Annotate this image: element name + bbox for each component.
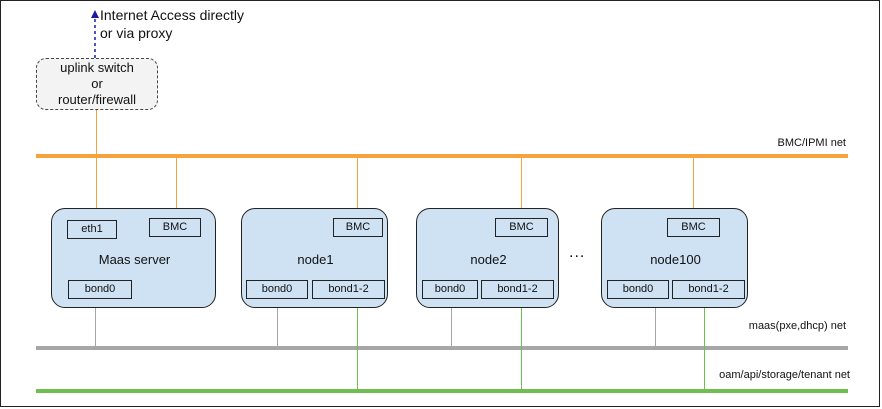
- maas-bond0-link: [95, 308, 96, 348]
- bmc-ipmi-bus: [36, 154, 848, 158]
- maas-bmc-port: BMC: [149, 218, 201, 237]
- node2-bond0-link: [451, 308, 452, 348]
- node2-bond0-port: bond0: [422, 280, 478, 299]
- node2-bond12-port: bond1-2: [481, 280, 554, 299]
- node100-bond12-port: bond1-2: [672, 280, 745, 299]
- maas-server-label: Maas server: [98, 252, 171, 267]
- node100-bond0-port: bond0: [607, 280, 669, 299]
- switch-label-line1: uplink switch: [60, 60, 134, 75]
- node1-bond0-port: bond0: [246, 280, 308, 299]
- switch-label-line3: router/firewall: [57, 92, 137, 107]
- maas-eth1-port: eth1: [67, 220, 117, 239]
- node1-bmc-port: BMC: [333, 218, 383, 237]
- internet-arrow: [91, 10, 99, 58]
- uplink-switch: uplink switch or router/firewall: [36, 58, 158, 110]
- internet-label: Internet Access directly or via proxy: [100, 6, 244, 42]
- node1: BMC node1 bond0 bond1-2: [241, 208, 388, 308]
- maas-pxe-dhcp-bus: [36, 346, 848, 350]
- oam-api-storage-tenant-bus: [36, 389, 848, 393]
- bmc-ipmi-net-label: BMC/IPMI net: [777, 137, 846, 149]
- node2-label: node2: [470, 252, 507, 267]
- node100-label: node100: [650, 252, 701, 267]
- node100-bond12-link: [704, 308, 705, 390]
- node1-label: node1: [297, 252, 334, 267]
- internet-label-line2: or via proxy: [100, 25, 173, 41]
- maas-bmc-link: [176, 156, 177, 208]
- switch-uplink-link: [96, 110, 97, 208]
- node1-bmc-link: [357, 156, 358, 208]
- more-nodes-ellipsis: ...: [569, 244, 586, 261]
- node2-bond12-link: [521, 308, 522, 390]
- node2: BMC node2 bond0 bond1-2: [416, 208, 559, 308]
- node100-bond0-link: [655, 308, 656, 348]
- node2-bmc-link: [521, 156, 522, 208]
- node100-bmc-link: [693, 156, 694, 208]
- node2-bmc-port: BMC: [495, 218, 548, 237]
- node1-bond12-port: bond1-2: [312, 280, 385, 299]
- internet-label-line1: Internet Access directly: [100, 7, 244, 23]
- node100-bmc-port: BMC: [667, 218, 720, 237]
- switch-label-line2: or: [91, 76, 103, 91]
- maas-net-label: maas(pxe,dhcp) net: [748, 320, 846, 332]
- node1-bond12-link: [357, 308, 358, 390]
- maas-server: eth1 BMC Maas server bond0: [51, 208, 216, 308]
- oam-net-label: oam/api/storage/tenant net: [719, 369, 850, 381]
- node100: BMC node100 bond0 bond1-2: [601, 208, 748, 308]
- node1-bond0-link: [277, 308, 278, 348]
- maas-bond0-port: bond0: [68, 280, 132, 299]
